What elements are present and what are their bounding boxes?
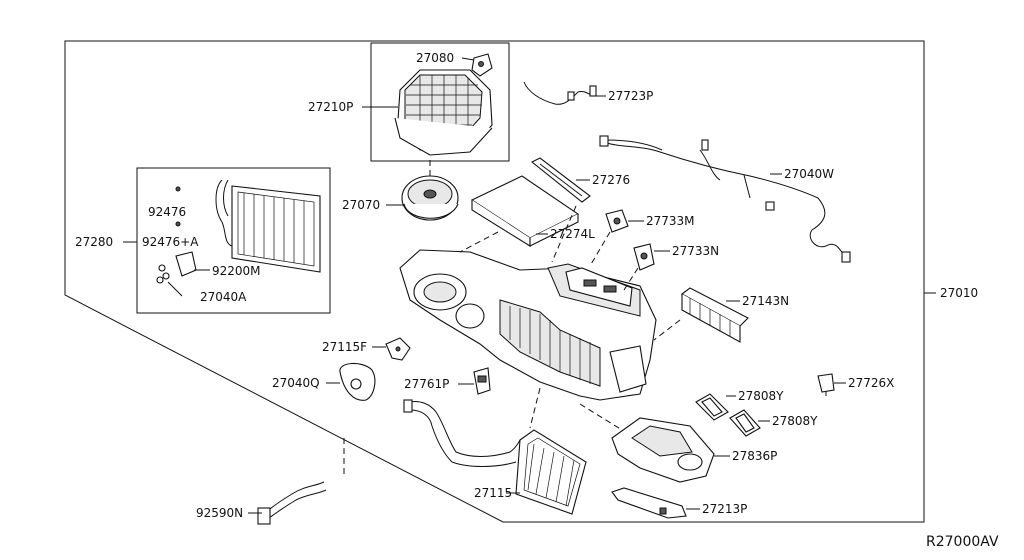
- label-92476A: 92476+A: [142, 235, 199, 249]
- label-27276: 27276: [592, 173, 630, 187]
- label-27040W: 27040W: [784, 167, 834, 181]
- label-27274L: 27274L: [550, 227, 595, 241]
- label-27115: 27115: [474, 486, 512, 500]
- label-27761P: 27761P: [404, 377, 449, 391]
- label-27726X: 27726X: [848, 376, 894, 390]
- evaporator-core-27280-part[interactable]: [215, 179, 321, 273]
- valve-92200M-part[interactable]: [175, 251, 197, 277]
- actuator-27733M-part[interactable]: [605, 209, 629, 233]
- label-27070: 27070: [342, 198, 380, 212]
- label-27808Y-a: 27808Y: [738, 389, 784, 403]
- duct-27836P-part[interactable]: [611, 417, 715, 483]
- dash-27733N: [623, 267, 639, 291]
- blower-motor-27070-part[interactable]: [401, 175, 459, 221]
- actuator-27733N-part[interactable]: [633, 243, 655, 271]
- label-27733M: 27733M: [646, 214, 695, 228]
- label-27213P: 27213P: [702, 502, 747, 516]
- dash-27836P: [579, 403, 623, 431]
- oring-27040A-part[interactable]: [156, 264, 170, 284]
- label-27723P: 27723P: [608, 89, 653, 103]
- dash-27115: [529, 387, 541, 429]
- label-27733N: 27733N: [672, 244, 719, 258]
- label-92476: 92476: [148, 205, 186, 219]
- clip-92476-part[interactable]: [175, 186, 181, 192]
- lead-27040A: [167, 281, 183, 297]
- clip-92476A-part[interactable]: [175, 221, 181, 227]
- label-27040A: 27040A: [200, 290, 247, 304]
- grille-27143N-part[interactable]: [680, 287, 749, 343]
- seal-27040Q-part[interactable]: [339, 362, 376, 401]
- cabin-filter-27274L-part[interactable]: [470, 175, 580, 247]
- dash-27276: [551, 205, 577, 263]
- label-27040Q: 27040Q: [272, 376, 320, 390]
- harness-27723P-part[interactable]: [523, 81, 597, 105]
- blower-housing-part[interactable]: [394, 69, 493, 156]
- sensor-27726X-part[interactable]: [817, 373, 835, 396]
- evaporator-subframe: [136, 167, 331, 314]
- label-27115F: 27115F: [322, 340, 367, 354]
- label-27836P: 27836P: [732, 449, 777, 463]
- label-27808Y-b: 27808Y: [772, 414, 818, 428]
- seal-27808Y-b-part[interactable]: [729, 409, 761, 437]
- label-92590N: 92590N: [196, 506, 243, 520]
- label-27080: 27080: [416, 51, 454, 65]
- assembly-frame: [64, 40, 925, 523]
- seal-27808Y-a-part[interactable]: [695, 393, 729, 421]
- dash-27733M: [589, 231, 611, 267]
- actuator-27080-part[interactable]: [471, 53, 493, 77]
- heater-core-27115-part[interactable]: [403, 399, 587, 515]
- filter-door-27276-part[interactable]: [530, 157, 591, 203]
- label-27210P: 27210P: [308, 100, 353, 114]
- dash-27274L: [459, 231, 499, 253]
- bracket-27115F-part[interactable]: [385, 337, 411, 361]
- bracket-27213P-part[interactable]: [611, 487, 687, 519]
- label-27280: 27280: [75, 235, 113, 249]
- label-92200M: 92200M: [212, 264, 261, 278]
- label-27143N: 27143N: [742, 294, 789, 308]
- lead-27080: [461, 57, 475, 61]
- sensor-27761P-part[interactable]: [473, 367, 491, 395]
- blower-subframe: [370, 42, 510, 162]
- hvac-case-part[interactable]: [399, 249, 657, 401]
- harness-27040W-part[interactable]: [599, 135, 851, 263]
- drain-hose-92590N-part[interactable]: [257, 481, 327, 525]
- dash-27143N: [653, 319, 681, 341]
- label-27010: 27010: [940, 286, 978, 300]
- diagram-code: R27000AV: [926, 534, 999, 550]
